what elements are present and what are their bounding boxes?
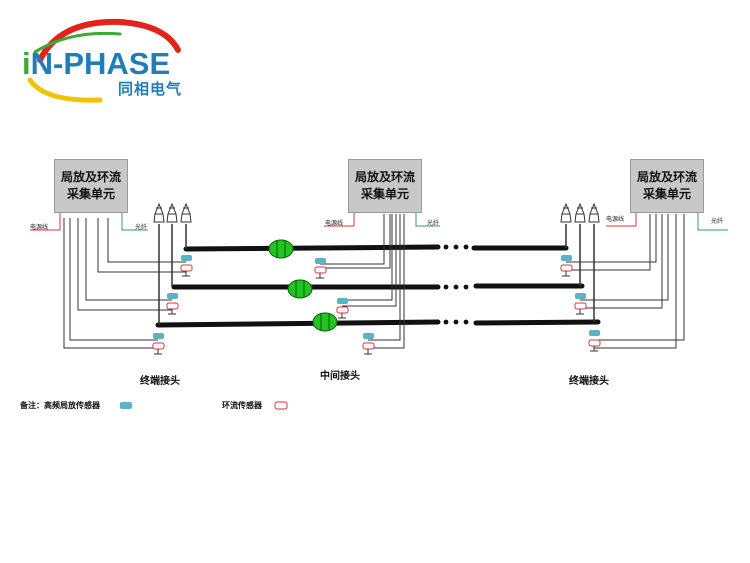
- cable-phase-a: [183, 244, 569, 252]
- unit-label-line1: 局放及环流: [60, 170, 121, 184]
- fiber-label-mid: 光纤: [427, 220, 440, 227]
- unit-label-line2: 采集单元: [66, 187, 115, 201]
- unit-label-line2: 采集单元: [642, 187, 691, 201]
- acquisition-unit-middle: 局放及环流 采集单元: [348, 159, 422, 213]
- signal-wires-left: [63, 218, 186, 349]
- sensor-mid-b: [336, 298, 349, 319]
- cable-phase-c: [155, 319, 601, 328]
- logo-wordmark: iN-PHASE: [22, 48, 170, 79]
- unit-label-line1: 局放及环流: [636, 170, 697, 184]
- section-label-terminal-right: 终端接头: [569, 376, 609, 387]
- sensor-right-b: [574, 293, 587, 315]
- section-label-terminal-left: 终端接头: [140, 376, 180, 387]
- acquisition-unit-right: 局放及环流 采集单元: [630, 159, 704, 213]
- sensor-mid-c: [362, 333, 375, 355]
- sensor-left-c: [152, 333, 165, 355]
- signal-wires-mid: [320, 214, 405, 349]
- logo-i: i: [22, 46, 31, 81]
- cable-break-dots: [443, 244, 469, 325]
- legend-ct-label: 环流传感器: [222, 401, 262, 410]
- logo-subtitle: 同相电气: [118, 80, 183, 98]
- unit-label-line1: 局放及环流: [354, 170, 415, 184]
- acquisition-unit-left: 局放及环流 采集单元: [54, 159, 128, 213]
- logo-n: N: [30, 46, 54, 81]
- legend-hfct-label: 备注：高频局放传感器: [20, 401, 100, 410]
- sensor-left-b: [166, 293, 179, 315]
- unit-label-line2: 采集单元: [360, 187, 409, 201]
- sensor-right-c: [588, 330, 601, 352]
- logo-phase: PHASE: [63, 46, 171, 81]
- power-label-right: 电源线: [606, 216, 625, 223]
- signal-wires-right: [566, 214, 685, 349]
- legend-ct-symbol: [274, 401, 288, 410]
- power-label-left: 电源线: [30, 224, 49, 231]
- power-label-mid: 电源线: [325, 220, 344, 227]
- terminal-right-bushings: [560, 202, 600, 322]
- legend-symbols: [120, 401, 288, 410]
- terminal-left-bushings: [153, 202, 192, 325]
- sensor-mid-a: [314, 258, 327, 279]
- power-fiber-lines: [30, 212, 728, 231]
- fiber-label-right: 光纤: [711, 218, 724, 225]
- joint-c: [312, 312, 338, 332]
- legend-hfct-symbol: [120, 402, 132, 409]
- sensor-right-a: [560, 255, 573, 277]
- joint-a: [268, 239, 294, 259]
- cable-phase-b: [171, 283, 585, 290]
- joint-b: [287, 279, 313, 299]
- sensor-groups: [152, 255, 601, 355]
- sensor-left-a: [180, 255, 193, 277]
- fiber-label-left: 光纤: [135, 224, 148, 231]
- logo-dash: -: [53, 46, 64, 81]
- section-label-middle: 中间接头: [320, 371, 360, 382]
